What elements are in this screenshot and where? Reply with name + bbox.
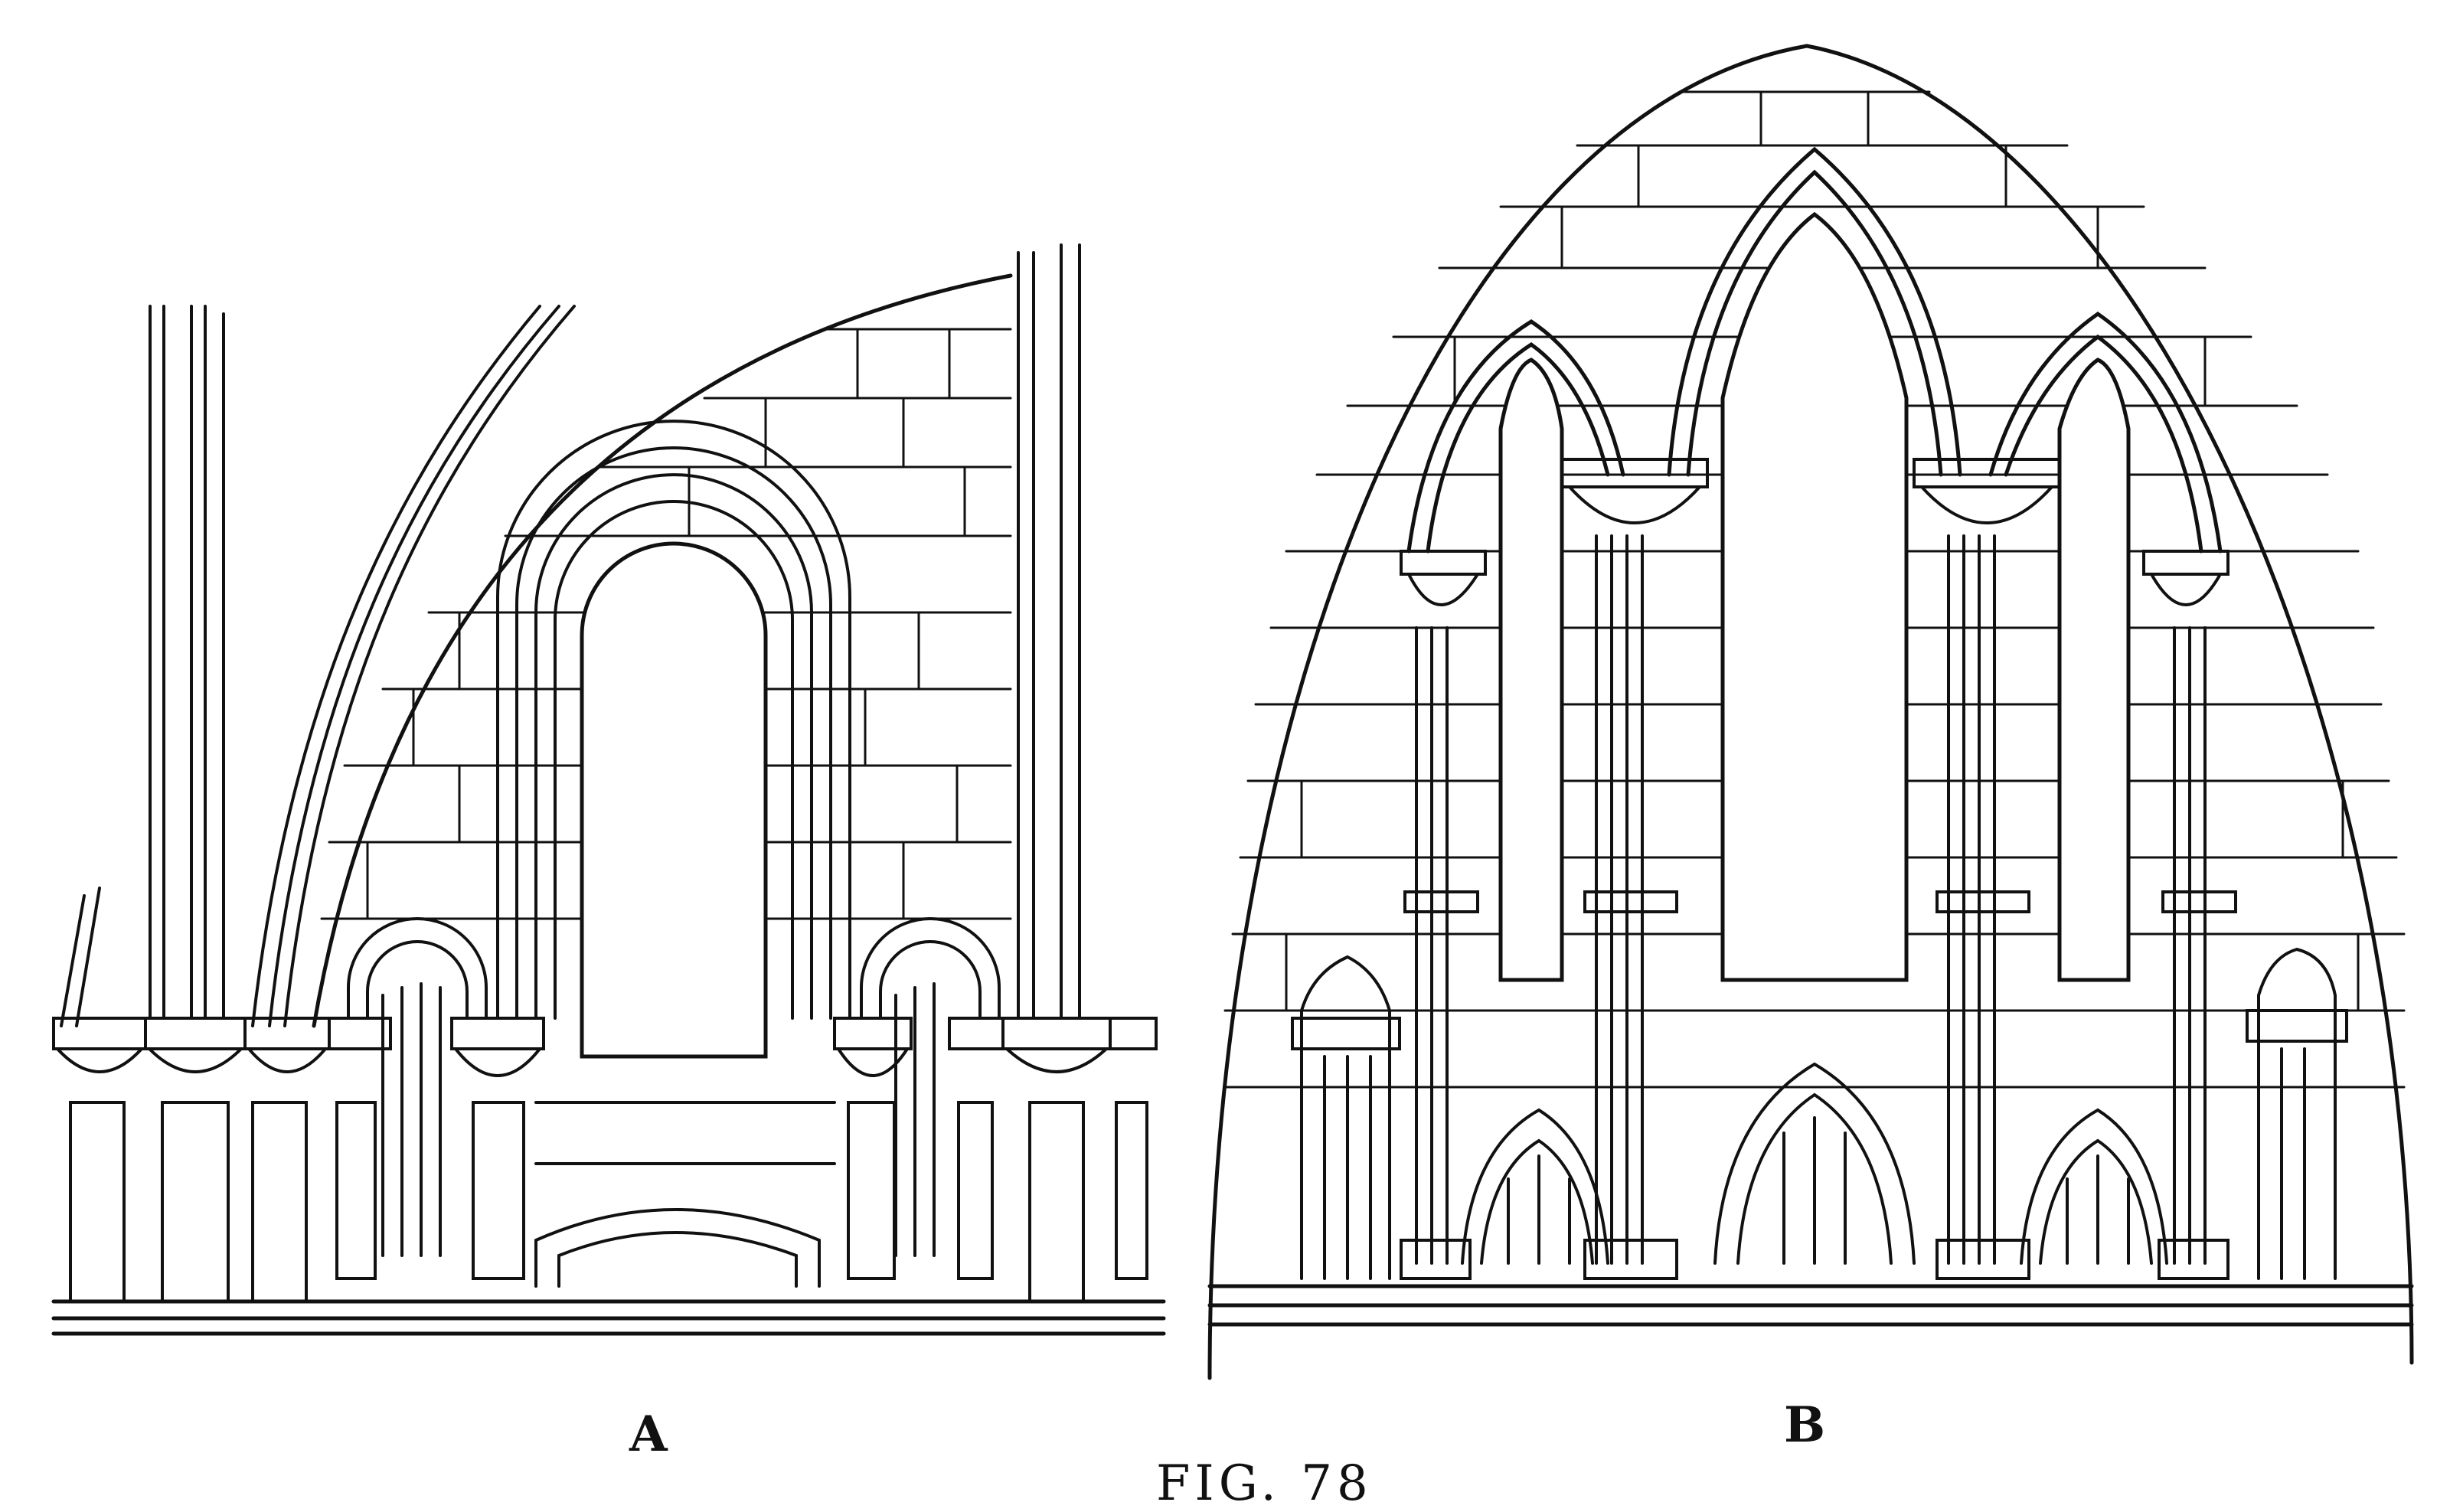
figure-caption: FIG. 78 bbox=[1156, 1455, 1373, 1512]
panel-b-gothic-bay bbox=[1207, 44, 2414, 1380]
architectural-elevation-figure bbox=[51, 44, 2414, 1380]
panel-a-central-window bbox=[496, 420, 851, 1059]
panel-b-shafts bbox=[1415, 534, 2207, 1265]
panel-a-right-shafts bbox=[1017, 243, 1081, 1020]
panel-b-capitals bbox=[1400, 458, 2237, 913]
panel-b-central-lancet bbox=[1667, 146, 1962, 982]
panel-b-right-lancet bbox=[1988, 311, 2223, 982]
panel-a-base bbox=[51, 1299, 1166, 1336]
panel-b-lower-arches bbox=[1461, 1062, 2168, 1265]
panel-a-label: A bbox=[629, 1406, 668, 1463]
panel-b-left-lancet bbox=[1406, 319, 1625, 982]
panel-a-capitals bbox=[52, 1017, 1158, 1077]
panel-a-lower-arch bbox=[534, 1101, 836, 1288]
panel-a-vault-edge bbox=[312, 273, 1013, 1028]
panel-b-vault-outline bbox=[1207, 44, 2414, 1380]
panel-a-romanesque-bay bbox=[51, 243, 1166, 1336]
panel-b-side-niches bbox=[1291, 947, 2348, 1280]
panel-a-columns bbox=[69, 1101, 1148, 1303]
panel-b-bases bbox=[1400, 1239, 2230, 1280]
panel-a-left-shafts bbox=[149, 305, 225, 1020]
panel-b-label: B bbox=[1784, 1396, 1826, 1454]
panel-a-ribs bbox=[60, 305, 576, 1027]
panel-b-sill bbox=[1207, 1284, 2414, 1327]
